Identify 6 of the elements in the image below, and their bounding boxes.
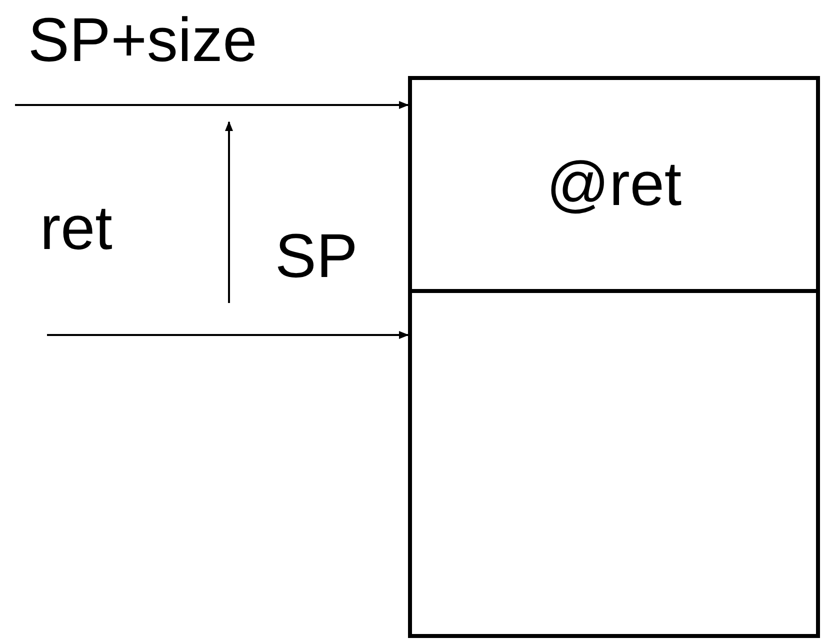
- text-label: ret: [40, 198, 112, 260]
- arrow: [47, 331, 409, 339]
- edge-label: SP: [275, 226, 358, 288]
- edge-label: SP+size: [28, 10, 258, 72]
- arrow: [15, 101, 409, 109]
- cell-label: @ret: [546, 154, 682, 216]
